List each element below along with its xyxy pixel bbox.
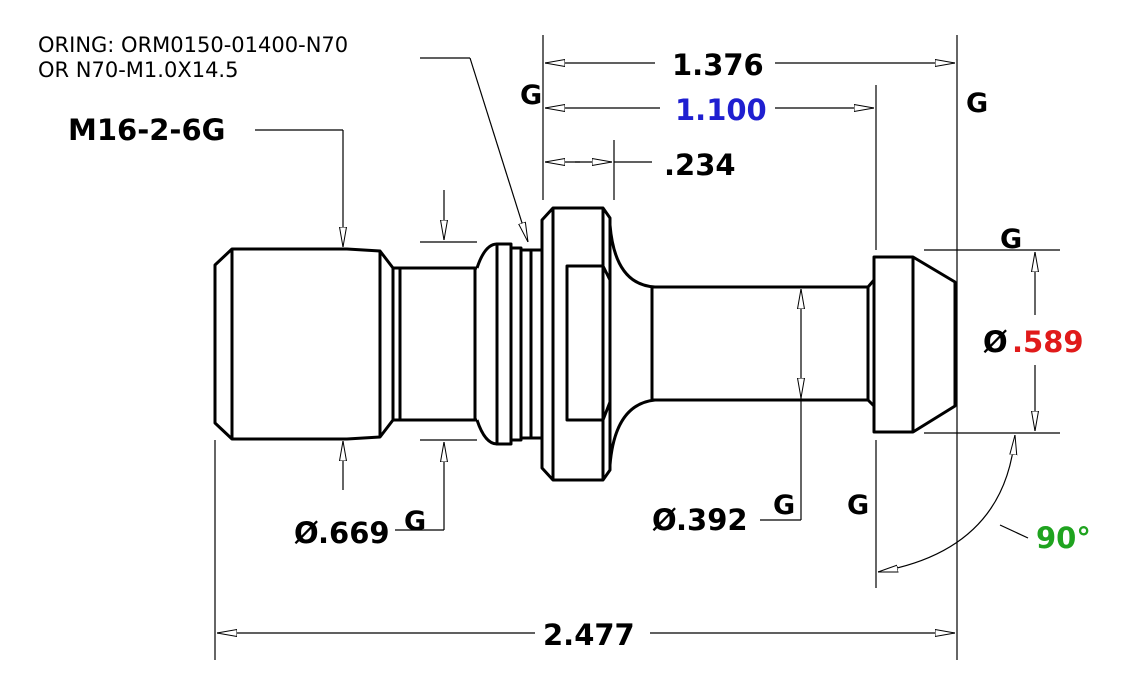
extension-lines [214,35,1060,660]
dim-thread-diameter: Ø.669 [294,516,390,550]
dim-angle-90: 90° [1036,521,1091,555]
dim-head-diameter-value: .589 [1012,325,1084,359]
dim-length-1100: 1.100 [675,93,767,127]
oring-note-line2: OR N70-M1.0X14.5 [38,58,238,82]
dim-length-0234: .234 [664,148,736,182]
grip-mark: G [966,88,988,119]
dim-overall-2477: 2.477 [543,618,635,652]
grip-mark: G [404,506,426,537]
grip-mark: G [1000,224,1022,255]
dimension-lines [217,57,1035,633]
grip-mark: G [520,80,542,111]
dim-shank-diameter: Ø.392 [652,503,748,537]
grip-mark: G [773,490,795,521]
part-outline [213,206,957,482]
dim-head-diameter-symbol: Ø [983,325,1008,359]
annotations: ORING: ORM0150-01400-N70 OR N70-M1.0X14.… [38,33,1091,652]
dim-length-1376: 1.376 [672,48,764,82]
thread-spec: M16-2-6G [68,113,225,147]
grip-mark: G [847,490,869,521]
oring-note-line1: ORING: ORM0150-01400-N70 [38,33,348,57]
